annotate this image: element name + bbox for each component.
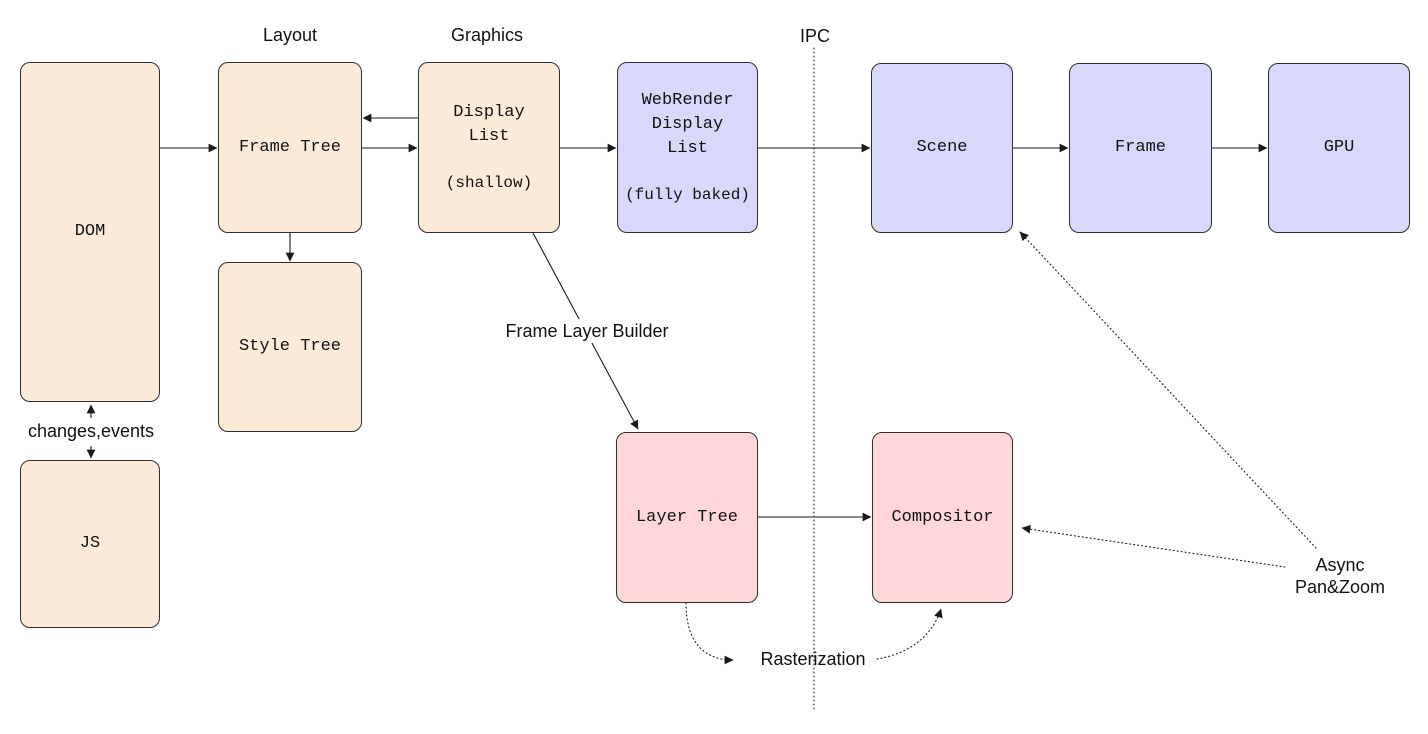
gpu-box: GPU <box>1268 63 1410 233</box>
arrow-apz-to-compositor <box>1021 524 1286 568</box>
webrender-display-list-box: WebRender Display List (fully baked) <box>617 62 758 233</box>
style-tree-box-label: Style Tree <box>238 337 342 356</box>
rasterization-arc-from-layer-tree <box>685 602 734 665</box>
display-list-box: Display List (shallow) <box>418 62 560 233</box>
arrow-apz-to-scene <box>1019 231 1317 549</box>
display-list-box-sublabel: (shallow) <box>445 173 533 192</box>
scene-box: Scene <box>871 63 1013 233</box>
frame-box: Frame <box>1069 63 1212 233</box>
ipc-boundary-label: IPC <box>799 26 831 46</box>
frame-tree-box-label: Frame Tree <box>238 137 342 157</box>
rasterization-arc-to-compositor <box>876 608 943 660</box>
js-box-label: JS <box>79 534 101 553</box>
layout-section-label: Layout <box>262 25 318 45</box>
frame-tree-box: Frame Tree <box>218 62 362 233</box>
js-box: JS <box>20 460 160 628</box>
layer-tree-box: Layer Tree <box>616 432 758 603</box>
dom-box: DOM <box>20 62 160 402</box>
async-pan-zoom-label: Async Pan&Zoom <box>1294 555 1386 597</box>
scene-box-label: Scene <box>916 138 968 157</box>
graphics-section-label: Graphics <box>450 25 524 45</box>
compositor-box: Compositor <box>872 432 1013 603</box>
frame-layer-builder-label: Frame Layer Builder <box>500 319 674 343</box>
rasterization-label: Rasterization <box>760 649 866 669</box>
layer-tree-box-label: Layer Tree <box>635 507 739 527</box>
changes-events-label: changes,events <box>27 421 155 441</box>
webrender-display-list-box-sublabel: (fully baked) <box>625 185 750 204</box>
webrender-display-list-box-label: WebRender Display List <box>641 90 734 158</box>
display-list-box-label: Display List <box>453 102 525 146</box>
compositor-box-label: Compositor <box>891 507 994 527</box>
frame-box-label: Frame <box>1114 138 1166 157</box>
dom-box-label: DOM <box>74 222 106 241</box>
style-tree-box: Style Tree <box>218 262 362 432</box>
gpu-box-label: GPU <box>1323 138 1355 157</box>
